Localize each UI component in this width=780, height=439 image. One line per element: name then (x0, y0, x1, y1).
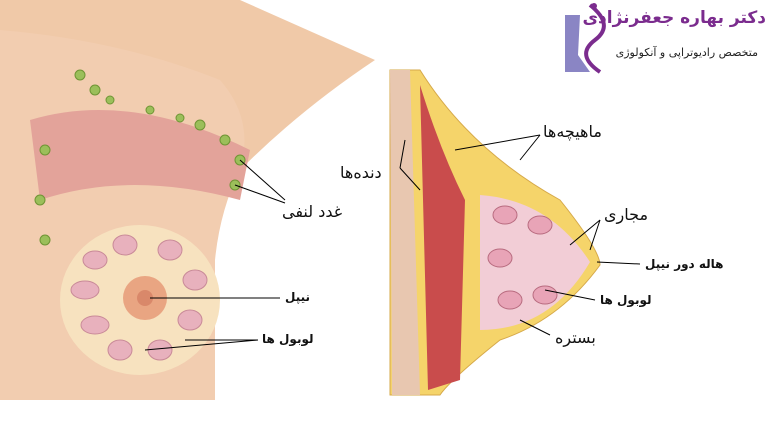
label-lobules-side: لوبول ها (600, 293, 652, 307)
label-lymph-nodes: غدد لنفی (282, 202, 343, 221)
label-ribs: دنده‌ها (340, 163, 382, 182)
label-lobules-front: لوبول ها (262, 332, 314, 346)
side-view-illustration (389, 69, 641, 396)
label-nipple: نیپل (285, 290, 311, 304)
label-muscles: ماهیچه‌ها (543, 122, 602, 141)
logo-title: دکتر بهاره جعفرنژادی (582, 8, 766, 28)
front-view-illustration (0, 0, 375, 400)
label-ducts: مجاری (604, 205, 649, 224)
logo-subtitle: متخصص رادیوتراپی و آنکولوژی (615, 46, 758, 59)
logo-mark (565, 3, 606, 74)
label-areola: هاله دور نیپل (645, 257, 724, 271)
label-stroma: بستره (555, 328, 596, 347)
